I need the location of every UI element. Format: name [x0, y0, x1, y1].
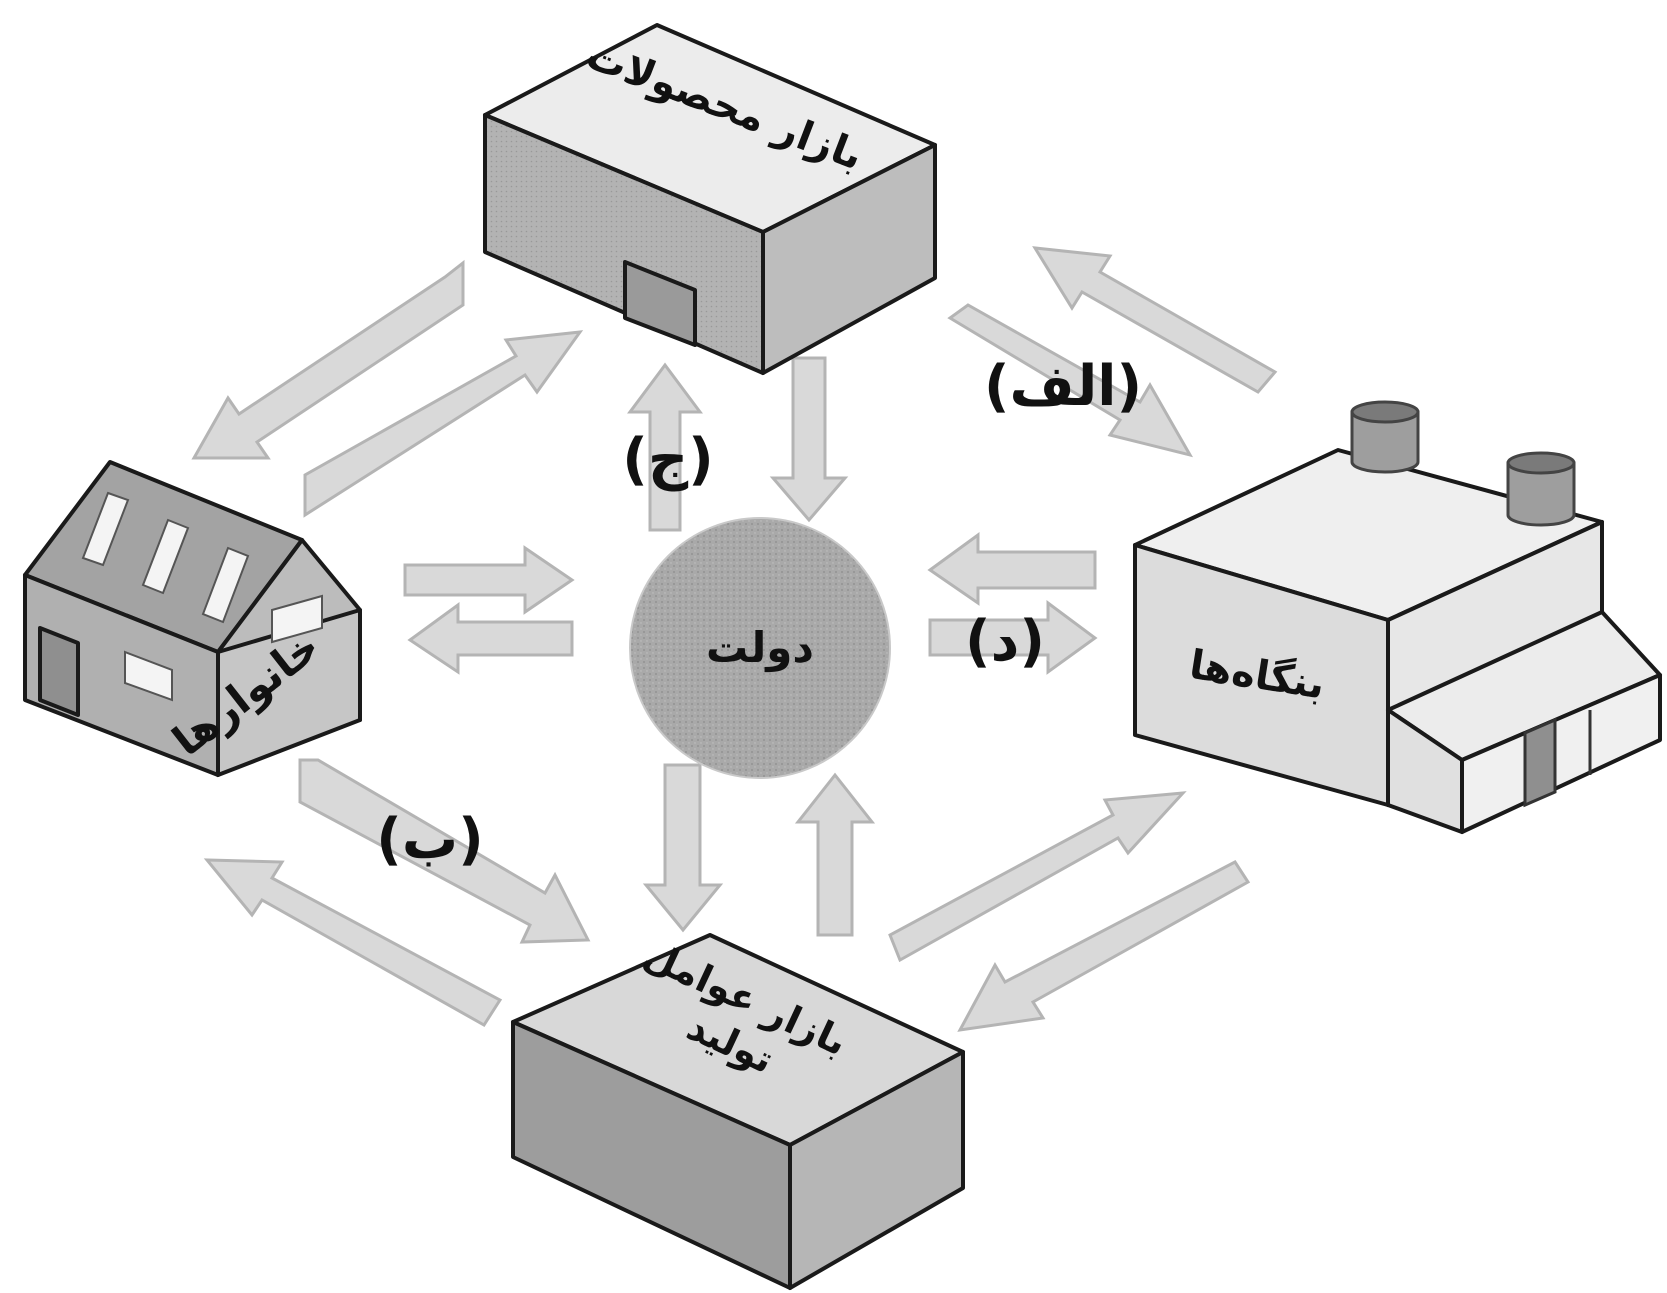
arrow-product-market-to-government — [769, 356, 849, 523]
house-side-window — [271, 594, 323, 644]
arrow-households-to-product-market — [303, 330, 584, 518]
arrow-households-to-factor-market — [298, 758, 591, 944]
arrow-government-to-firms — [928, 600, 1098, 675]
households-house — [23, 460, 362, 777]
arrow-factor-market-to-households — [203, 858, 503, 1028]
arrow-firms-to-product-market — [1032, 246, 1278, 394]
arrow-government-to-factor-market — [642, 763, 724, 933]
product-market-box — [483, 23, 937, 375]
house-skylight-3 — [201, 546, 250, 624]
government-label: دولت — [706, 623, 814, 673]
arrow-product-market-to-households — [191, 259, 465, 460]
house-front-window — [124, 650, 173, 702]
arrow-government-to-product-market — [627, 362, 703, 532]
flow-label-c: (ج) — [622, 427, 714, 492]
annex-door — [1523, 717, 1557, 808]
house-door — [38, 626, 80, 717]
product-market-side-face — [761, 143, 937, 375]
arrow-households-to-government — [403, 545, 575, 615]
arrow-firms-to-factor-market — [957, 860, 1251, 1032]
arrow-factor-market-to-firms — [888, 791, 1187, 963]
house-skylight-1 — [81, 491, 130, 567]
arrow-factor-market-to-government — [794, 772, 876, 937]
chimney-2 — [1506, 451, 1576, 527]
arrow-product-market-to-firms — [947, 303, 1194, 458]
product-market-door — [623, 260, 697, 347]
arrow-firms-to-government — [927, 532, 1097, 606]
chimney-1 — [1350, 400, 1420, 474]
factor-market-box — [511, 933, 965, 1290]
flow-arrows — [191, 246, 1278, 1032]
flow-label-a: (الف) — [984, 354, 1142, 419]
arrow-government-to-households — [407, 602, 574, 675]
firms-factory — [1133, 400, 1662, 834]
house-skylight-2 — [141, 518, 190, 595]
factor-market-side-face — [788, 1050, 965, 1290]
government-circle — [629, 517, 891, 779]
flow-label-b: (ب) — [376, 807, 483, 872]
annex-side — [1460, 673, 1662, 834]
flow-label-d: (د) — [965, 609, 1045, 674]
